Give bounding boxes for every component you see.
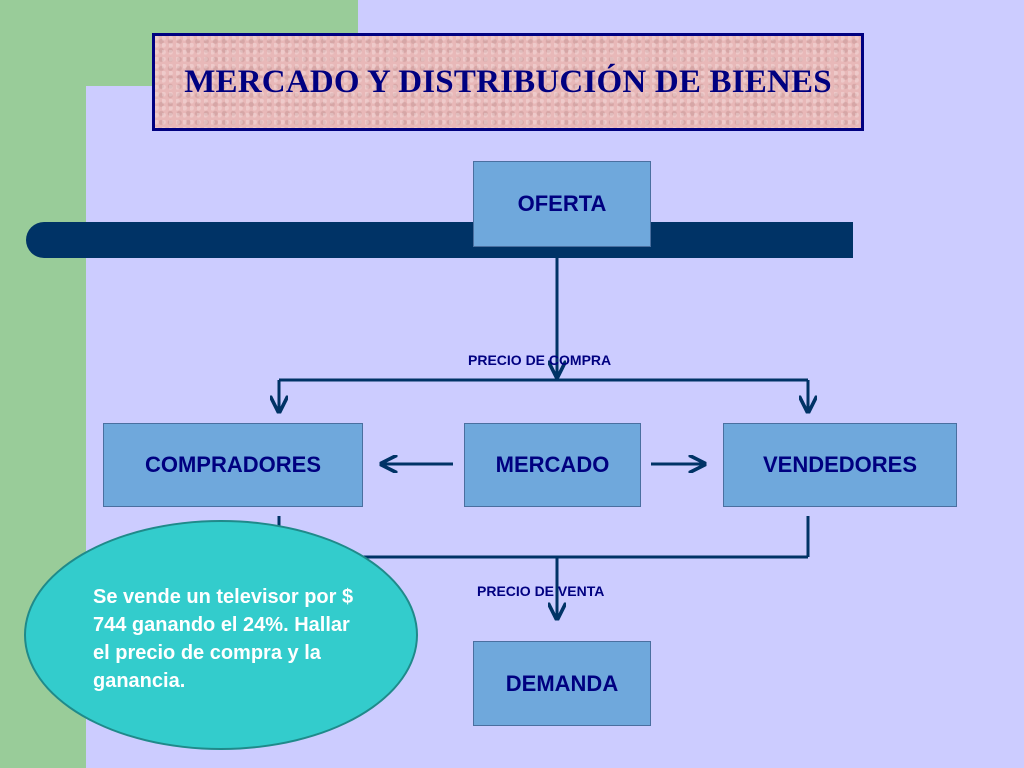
problem-bubble (24, 520, 418, 750)
node-vendedores-label: VENDEDORES (762, 452, 918, 477)
decorative-bar (26, 222, 853, 258)
node-compradores: COMPRADORES (103, 423, 363, 507)
node-vendedores: VENDEDORES (723, 423, 957, 507)
node-demanda: DEMANDA (473, 641, 651, 726)
precio-compra-label: PRECIO DE COMPRA (468, 352, 612, 368)
problem-text: Se vende un televisor por $ 744 ganando … (93, 586, 354, 692)
title-box: MERCADO Y DISTRIBUCIÓN DE BIENES (152, 33, 864, 131)
node-demanda-label: DEMANDA (505, 670, 619, 696)
node-mercado: MERCADO (464, 423, 641, 507)
node-oferta: OFERTA (473, 161, 651, 247)
precio-venta-label: PRECIO DE VENTA (477, 583, 605, 599)
slide-title: MERCADO Y DISTRIBUCIÓN DE BIENES (184, 63, 832, 100)
node-mercado-label: MERCADO (495, 452, 610, 477)
node-compradores-label: COMPRADORES (144, 452, 321, 477)
node-oferta-label: OFERTA (517, 191, 607, 216)
